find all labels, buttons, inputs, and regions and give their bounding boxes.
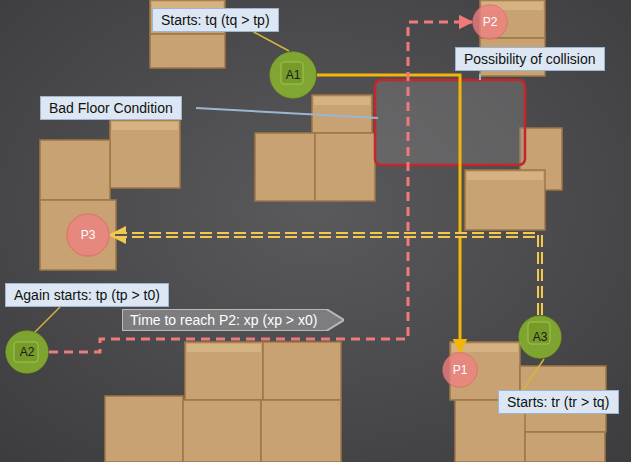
point-label: A3 xyxy=(533,330,548,344)
callout-text: Time to reach P2: xp (xp > x0) xyxy=(130,312,317,328)
connector-line xyxy=(254,32,289,51)
robot-marker: A1 xyxy=(269,51,317,99)
leader-line xyxy=(479,74,481,80)
connector-core xyxy=(110,235,540,315)
path-connector xyxy=(317,75,460,352)
connector-line xyxy=(317,75,460,352)
callout-box: Starts: tr (tr > tq) xyxy=(498,390,619,414)
robot-marker: A3 xyxy=(518,315,562,359)
point-label: A2 xyxy=(20,345,35,359)
callout-text: Starts: tq (tq > tp) xyxy=(161,12,270,28)
leader-line xyxy=(254,32,289,51)
callout-box: Possibility of collision xyxy=(455,47,605,71)
path-connector xyxy=(110,235,540,315)
goal-point: P1 xyxy=(442,352,478,388)
callout-box: Starts: tq (tq > tp) xyxy=(152,8,279,32)
robot-marker: A2 xyxy=(5,330,49,374)
point-label: P2 xyxy=(483,15,498,29)
connector-line xyxy=(523,359,544,390)
point-label: A1 xyxy=(286,68,301,82)
leader-line xyxy=(196,108,378,118)
callout-text: Starts: tr (tr > tq) xyxy=(507,394,609,410)
goal-point: P2 xyxy=(472,4,508,40)
callout-text: Again starts: tp (tp > t0) xyxy=(14,287,160,303)
connector-line xyxy=(35,307,60,332)
leader-line xyxy=(35,307,60,332)
collision-region xyxy=(375,80,525,165)
goal-point: P3 xyxy=(66,213,110,257)
callout-text: Possibility of collision xyxy=(464,51,596,67)
point-label: P1 xyxy=(453,363,468,377)
callout-box: Bad Floor Condition xyxy=(40,96,182,120)
leader-line xyxy=(523,359,544,390)
connector-line xyxy=(110,235,540,315)
callout-box: Again starts: tp (tp > t0) xyxy=(5,283,169,307)
point-label: P3 xyxy=(81,228,96,242)
time-arrow-label: Time to reach P2: xp (xp > x0) xyxy=(122,309,344,331)
callout-text: Bad Floor Condition xyxy=(49,100,173,116)
